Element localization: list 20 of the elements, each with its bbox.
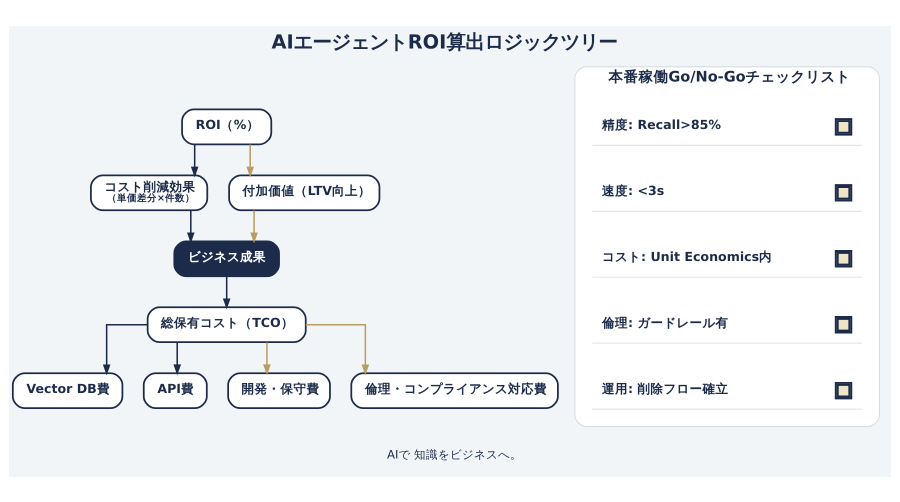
arrow <box>102 323 148 375</box>
arrow <box>250 210 258 243</box>
node-box: 倫理・コンプライアンス対応費 <box>350 372 559 409</box>
arrow <box>263 342 271 375</box>
node-box: ROI（%） <box>181 108 272 145</box>
diagram-title: AIエージェントROI算出ロジックツリー <box>272 30 618 53</box>
node-box: Vector DB費 <box>12 372 124 409</box>
label: AIで 知識をビジネスへ。 <box>387 447 522 462</box>
arrow <box>306 323 370 375</box>
arrow <box>186 210 195 243</box>
node-box: 付加価値（LTV向上） <box>228 174 380 211</box>
arrow <box>190 144 198 177</box>
node-box: コスト削減効果 （単価差分×件数） <box>90 174 208 211</box>
arrow <box>222 276 230 309</box>
node-box: API費 <box>142 372 208 409</box>
node-box: ビジネス成果 <box>173 240 280 277</box>
node-box: 開発・保守費 <box>227 372 331 409</box>
arrow <box>246 144 254 177</box>
node-box: 総保有コスト（TCO） <box>146 306 307 343</box>
arrow <box>173 342 182 375</box>
